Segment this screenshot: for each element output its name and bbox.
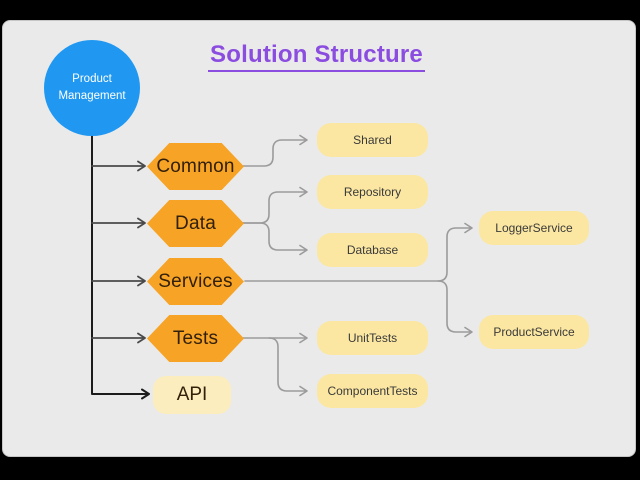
node-api: API [153, 376, 231, 414]
node-componenttests: ComponentTests [317, 374, 428, 408]
node-label: Data [175, 212, 216, 234]
connector-root-services [91, 275, 146, 287]
node-label: Services [158, 270, 233, 292]
connector-tests-unittests [241, 332, 308, 344]
node-unittests: UnitTests [317, 321, 428, 355]
connector-root-data [91, 217, 146, 229]
node-product-management: Product Management [44, 40, 140, 136]
diagram-title-text: Solution Structure [208, 40, 425, 72]
connector-data-repository [241, 186, 308, 224]
connector-data-database [241, 222, 308, 256]
node-label: Database [346, 243, 399, 257]
connector-root-common [91, 160, 146, 172]
diagram-title: Solution Structure [0, 40, 633, 72]
node-label: ProductService [493, 325, 575, 339]
node-data: Data [147, 200, 244, 247]
node-label: Shared [353, 133, 392, 147]
connector-root-trunk-api [91, 135, 150, 400]
node-label: LoggerService [495, 221, 573, 235]
connector-services-loggerservice [244, 222, 473, 282]
node-label: Common [156, 155, 235, 177]
node-label: Product Management [58, 73, 126, 102]
node-shared: Shared [317, 123, 428, 157]
node-label: ComponentTests [327, 384, 418, 398]
node-label: Tests [172, 327, 219, 349]
connector-common-shared [241, 134, 308, 167]
connector-root-tests [91, 332, 146, 344]
node-productservice: ProductService [479, 315, 589, 349]
node-repository: Repository [317, 175, 428, 209]
node-label: API [176, 384, 208, 405]
node-common: Common [147, 143, 244, 190]
node-tests: Tests [147, 315, 244, 362]
node-loggerservice: LoggerService [479, 211, 589, 245]
node-label: Repository [343, 185, 402, 199]
connector-tests-componenttests [268, 337, 308, 397]
connector-services-productservice [437, 280, 473, 338]
node-database: Database [317, 233, 428, 267]
node-label: UnitTests [347, 331, 398, 345]
node-services: Services [147, 258, 244, 305]
